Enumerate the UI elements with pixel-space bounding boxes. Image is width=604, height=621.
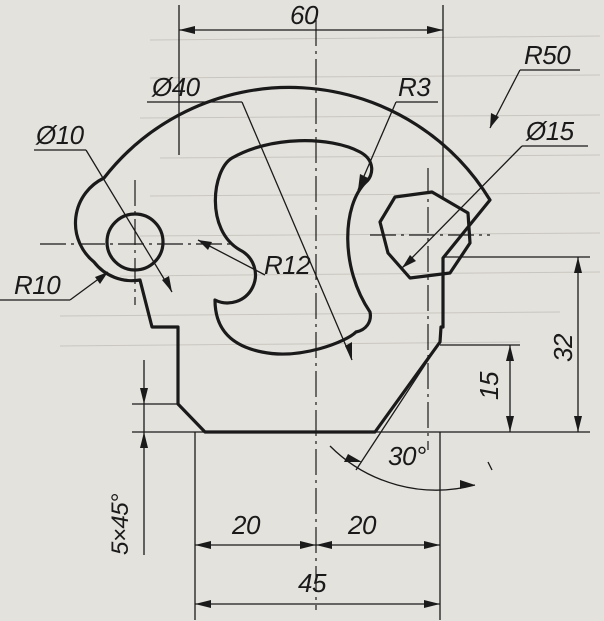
dim-chamfer: 5×45° [107,493,134,555]
dim-20-left: 20 [231,510,261,540]
dim-20-right: 20 [347,510,377,540]
dim-dia-10: Ø10 [35,120,85,150]
outer-contour [73,85,492,434]
dim-height-32: 32 [548,333,578,362]
dim-r10: R10 [14,270,61,300]
hex-hole [378,190,472,280]
dim-width-45: 45 [298,568,327,598]
dimension-labels: 60 Ø40 R3 R50 Ø10 Ø15 R10 R12 32 15 30° … [14,0,578,598]
dimension-lines [0,5,590,620]
dim-height-15: 15 [474,371,504,400]
kidney-slot [213,139,374,356]
dim-dia-40: Ø40 [151,72,201,102]
dim-width-60: 60 [290,0,319,30]
dim-dia-15: Ø15 [525,116,575,146]
dim-angle-30: 30° [388,441,426,471]
center-lines [40,20,490,610]
dim-r12: R12 [264,250,311,280]
dim-r3: R3 [398,72,431,102]
part-outline [73,85,492,434]
dim-r50: R50 [524,40,571,70]
